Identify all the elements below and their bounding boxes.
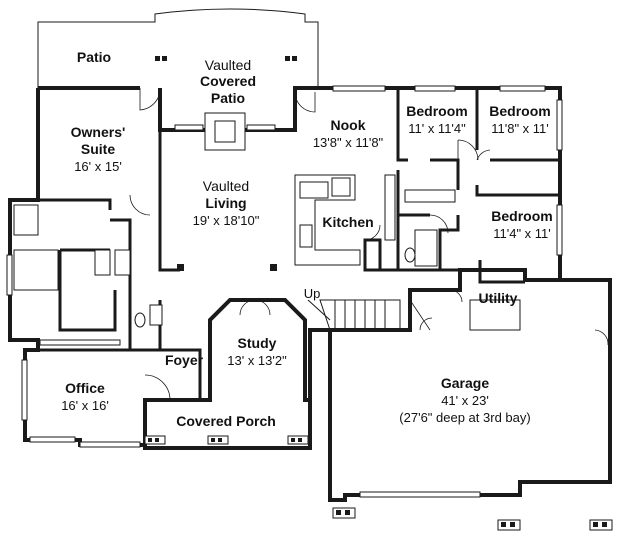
- office-label: Office: [65, 380, 105, 396]
- bedroom-2-dims: 11'8" x 11': [491, 121, 549, 136]
- patio-label: Patio: [77, 49, 111, 65]
- patio-outline: [37, 8, 319, 130]
- garage-note: (27'6" deep at 3rd bay): [399, 410, 530, 425]
- bedroom-1-dims: 11' x 11'4": [408, 121, 466, 136]
- kitchen-label: Kitchen: [322, 214, 373, 230]
- utility-label: Utility: [479, 290, 518, 306]
- covered-patio-label-line1: Vaulted: [205, 57, 251, 73]
- garage-label: Garage: [441, 375, 489, 391]
- bath-fixtures: [13, 189, 521, 331]
- doors: [129, 88, 609, 401]
- study-dims: 13' x 13'2": [227, 353, 287, 368]
- study-label: Study: [238, 335, 277, 351]
- owners-suite-dims: 16' x 15': [74, 159, 122, 174]
- covered-porch-label: Covered Porch: [176, 413, 276, 429]
- posts: [144, 56, 613, 531]
- living-label-line2: Living: [205, 195, 246, 211]
- living-label-line1: Vaulted: [203, 178, 249, 194]
- exterior-walls: [8, 86, 612, 502]
- covered-patio-label-line3: Patio: [211, 90, 245, 106]
- bedroom-3-dims: 11'4" x 11': [493, 226, 551, 241]
- nook-dims: 13'8" x 11'8": [313, 135, 384, 150]
- foyer-label: Foyer: [165, 352, 204, 368]
- room-labels: Patio Vaulted Covered Patio Nook 13'8" x…: [61, 49, 553, 429]
- living-dims: 19' x 18'10": [193, 213, 260, 228]
- bedroom-1-label: Bedroom: [406, 103, 467, 119]
- windows: [6, 85, 563, 498]
- garage-dims: 41' x 23': [441, 393, 489, 408]
- owners-suite-label-line2: Suite: [81, 141, 115, 157]
- bedroom-3-label: Bedroom: [491, 208, 552, 224]
- bedroom-2-label: Bedroom: [489, 103, 550, 119]
- office-dims: 16' x 16': [61, 398, 109, 413]
- owners-suite-label-line1: Owners': [71, 124, 126, 140]
- nook-label: Nook: [331, 117, 366, 133]
- stair-label: Up: [304, 286, 321, 301]
- kitchen-counters: [294, 174, 396, 266]
- covered-patio-label-line2: Covered: [200, 73, 256, 89]
- stairs: [307, 299, 401, 331]
